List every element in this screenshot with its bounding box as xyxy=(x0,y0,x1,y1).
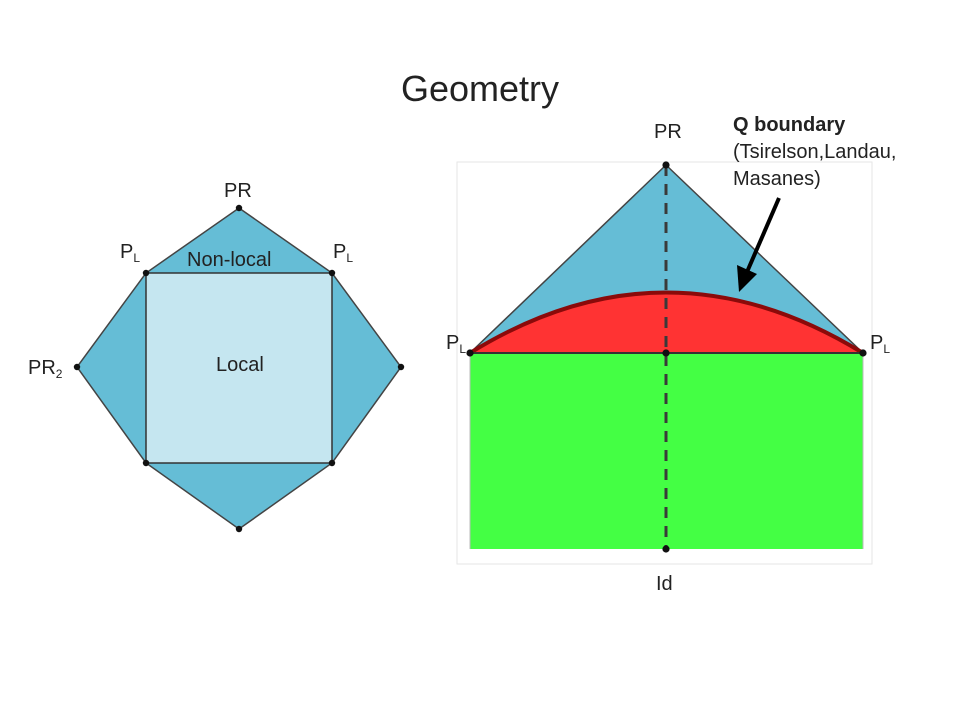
vertex-bottom xyxy=(235,525,243,533)
q-boundary-annotation: Q boundary (Tsirelson,Landau, Masanes) xyxy=(733,112,896,193)
q-boundary-arrow xyxy=(737,197,781,292)
local-square xyxy=(145,272,333,464)
pr2-label: PR2 xyxy=(28,357,63,381)
vertex-pl-left-r xyxy=(466,349,474,357)
right-pr-label: PR xyxy=(654,121,682,143)
vertex-pl-right xyxy=(328,269,336,277)
vertex-pr2-left xyxy=(73,363,81,371)
vertex-right xyxy=(397,363,405,371)
left-vertices xyxy=(73,204,405,533)
vertex-pr xyxy=(662,161,670,169)
nonlocal-label: Non-local xyxy=(187,249,272,271)
left-pl-right-label: PL xyxy=(333,241,354,265)
q-boundary-line3: Masanes) xyxy=(733,168,821,190)
vertex-pl-right-r xyxy=(859,349,867,357)
vertex-pr-top xyxy=(235,204,243,212)
vertex-bottom-right xyxy=(328,459,336,467)
vertex-id xyxy=(662,545,670,553)
q-boundary-curve xyxy=(468,290,865,355)
right-pl-left-label: PL xyxy=(446,332,467,356)
vertex-pl-left xyxy=(142,269,150,277)
slide-title: Geometry xyxy=(400,68,560,109)
left-pl-left-label: PL xyxy=(120,241,141,265)
vertex-bottom-left xyxy=(142,459,150,467)
q-boundary-line2: (Tsirelson,Landau, xyxy=(733,141,897,163)
id-label: Id xyxy=(656,573,673,595)
q-boundary-title: Q boundary xyxy=(733,114,846,136)
right-pl-right-label: PL xyxy=(870,332,891,356)
local-label: Local xyxy=(216,354,264,376)
vertex-center xyxy=(662,349,670,357)
right-vertices xyxy=(466,161,867,553)
left-pr-label: PR xyxy=(224,180,252,202)
